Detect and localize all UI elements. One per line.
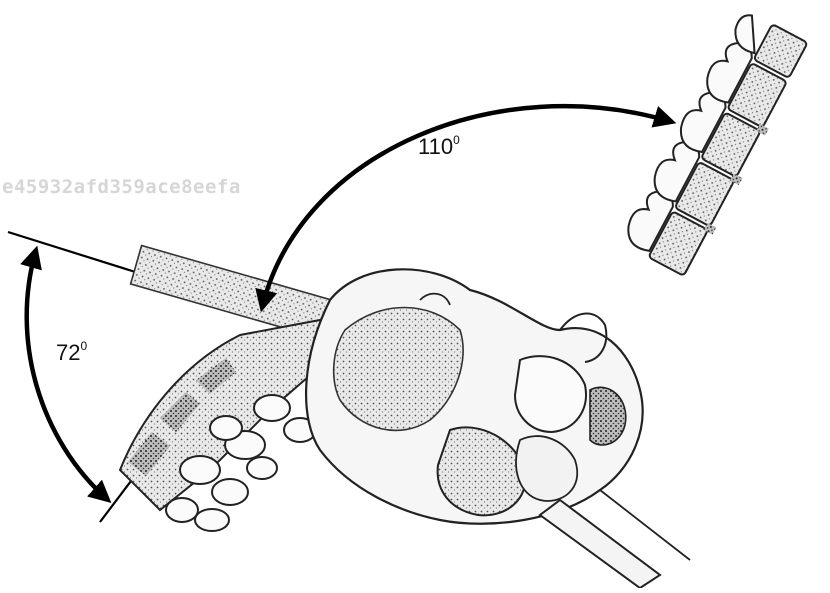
watermark-text: e45932afd359ace8eefa <box>2 176 241 198</box>
lower-angle-label: 720 <box>56 339 87 365</box>
upper-angle-label: 1100 <box>418 133 460 159</box>
lower-angle-arc <box>27 250 108 500</box>
upper-spine-segment <box>619 8 813 278</box>
pelvis-and-sacrum <box>8 232 690 588</box>
upper-angle-arc <box>262 106 672 308</box>
